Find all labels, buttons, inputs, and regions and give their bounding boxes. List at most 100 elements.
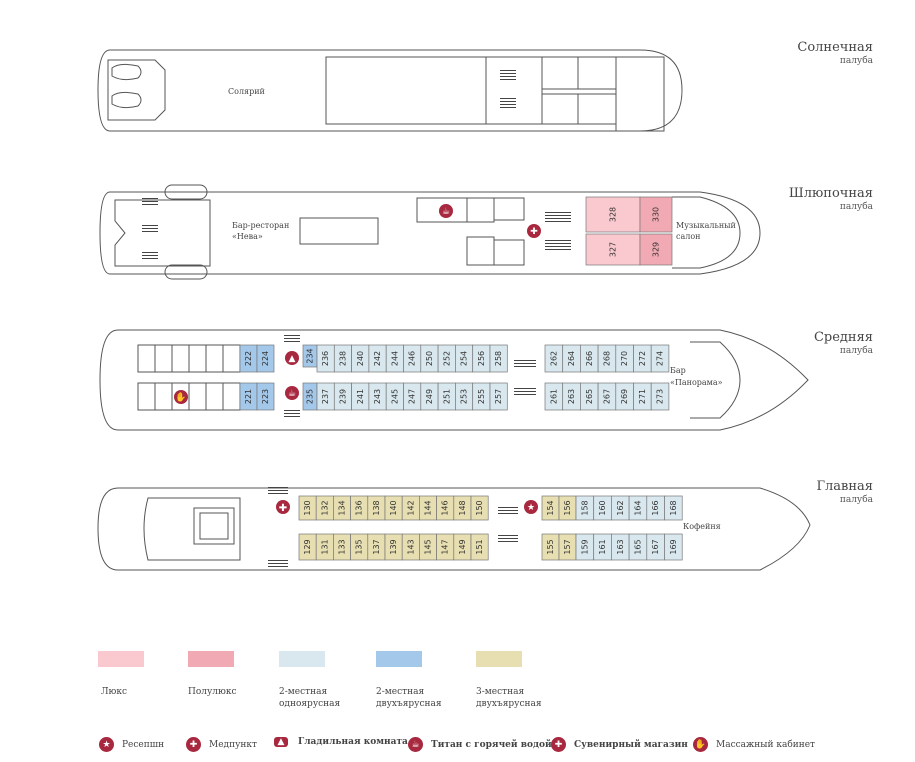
cabin-number: 329	[652, 242, 661, 257]
cabin-246[interactable]: 246	[403, 344, 422, 373]
cabin-168[interactable]: 168	[664, 495, 683, 521]
cabin-138[interactable]: 138	[367, 495, 386, 521]
cabin-327[interactable]: 327	[585, 233, 641, 266]
cabin-135[interactable]: 135	[350, 533, 369, 561]
cabin-143[interactable]: 143	[401, 533, 420, 561]
cabin-274[interactable]: 274	[650, 344, 670, 373]
cabin-241[interactable]: 241	[351, 382, 370, 411]
cabin-265[interactable]: 265	[580, 382, 599, 411]
svg-text:✚: ✚	[530, 227, 538, 237]
cabin-144[interactable]: 144	[419, 495, 437, 521]
cabin-251[interactable]: 251	[437, 382, 456, 411]
cabin-142[interactable]: 142	[401, 495, 420, 521]
cabin-136[interactable]: 136	[350, 495, 369, 521]
cabin-270[interactable]: 270	[615, 344, 634, 373]
cabin-139[interactable]: 139	[384, 533, 403, 561]
cabin-250[interactable]: 250	[420, 344, 439, 373]
cabin-number: 167	[651, 539, 660, 554]
cabin-137[interactable]: 137	[367, 533, 386, 561]
cabin-159[interactable]: 159	[575, 533, 595, 561]
boat-deck-hull	[99, 191, 761, 275]
cabin-263[interactable]: 263	[562, 382, 581, 411]
cabin-162[interactable]: 162	[611, 495, 630, 521]
cabin-254[interactable]: 254	[455, 344, 474, 373]
cabin-257[interactable]: 257	[489, 382, 508, 411]
cabin-number: 146	[441, 500, 450, 515]
cabin-261[interactable]: 261	[544, 382, 564, 411]
music-salon-label-1: Музыкальный	[676, 221, 736, 230]
cabin-271[interactable]: 271	[633, 382, 652, 411]
cabin-129[interactable]: 129	[298, 533, 317, 561]
cabin-146[interactable]: 146	[436, 495, 455, 521]
cabin-157[interactable]: 157	[558, 533, 577, 561]
cabin-134[interactable]: 134	[333, 495, 351, 521]
cabin-148[interactable]: 148	[453, 495, 472, 521]
cabin-number: 140	[389, 500, 398, 515]
cabin-132[interactable]: 132	[315, 495, 334, 521]
legend-swatch-2-single	[279, 651, 325, 667]
cabin-329[interactable]: 329	[639, 233, 673, 266]
cabin-164[interactable]: 164	[628, 495, 648, 521]
cabin-number: 235	[306, 389, 315, 404]
cabin-165[interactable]: 165	[628, 533, 648, 561]
cabin-150[interactable]: 150	[470, 495, 489, 521]
cabin-269[interactable]: 269	[615, 382, 634, 411]
sun-deck-stern-block	[107, 59, 166, 121]
cabin-252[interactable]: 252	[437, 344, 456, 373]
cabin-330[interactable]: 330	[639, 196, 673, 233]
cabin-167[interactable]: 167	[646, 533, 665, 561]
cabin-238[interactable]: 238	[333, 344, 352, 373]
cabin-258[interactable]: 258	[489, 344, 508, 373]
cabin-163[interactable]: 163	[611, 533, 630, 561]
cabin-158[interactable]: 158	[575, 495, 595, 521]
cabin-234[interactable]: 234	[302, 344, 318, 368]
cabin-number: 257	[494, 389, 503, 404]
cabin-272[interactable]: 272	[633, 344, 652, 373]
cabin-145[interactable]: 145	[419, 533, 437, 561]
cabin-154[interactable]: 154	[541, 495, 560, 521]
cabin-147[interactable]: 147	[436, 533, 455, 561]
cabin-222[interactable]: 222	[239, 344, 258, 373]
cabin-256[interactable]: 256	[472, 344, 491, 373]
cabin-239[interactable]: 239	[333, 382, 352, 411]
cabin-131[interactable]: 131	[315, 533, 334, 561]
cabin-221[interactable]: 221	[239, 382, 258, 411]
cabin-223[interactable]: 223	[256, 382, 275, 411]
cabin-242[interactable]: 242	[368, 344, 387, 373]
cabin-number: 169	[669, 539, 678, 554]
cabin-169[interactable]: 169	[664, 533, 683, 561]
cabin-133[interactable]: 133	[333, 533, 351, 561]
cabin-130[interactable]: 130	[298, 495, 317, 521]
cabin-224[interactable]: 224	[256, 344, 275, 373]
cabin-268[interactable]: 268	[597, 344, 617, 373]
cabin-236[interactable]: 236	[316, 344, 335, 373]
cabin-244[interactable]: 244	[385, 344, 404, 373]
cabin-number: 137	[372, 539, 381, 554]
cabin-253[interactable]: 253	[455, 382, 474, 411]
cabin-149[interactable]: 149	[453, 533, 472, 561]
cabin-140[interactable]: 140	[384, 495, 403, 521]
cabin-255[interactable]: 255	[472, 382, 491, 411]
cabin-247[interactable]: 247	[403, 382, 422, 411]
cabin-249[interactable]: 249	[420, 382, 439, 411]
cabin-266[interactable]: 266	[580, 344, 599, 373]
cabin-161[interactable]: 161	[593, 533, 612, 561]
cabin-151[interactable]: 151	[470, 533, 489, 561]
deck-name: Главная	[816, 479, 873, 494]
cabin-155[interactable]: 155	[541, 533, 560, 561]
cabin-160[interactable]: 160	[593, 495, 612, 521]
cabin-237[interactable]: 237	[316, 382, 335, 411]
cabin-240[interactable]: 240	[351, 344, 370, 373]
deck-name: Солнечная	[797, 40, 873, 55]
cabin-166[interactable]: 166	[646, 495, 665, 521]
cabin-267[interactable]: 267	[597, 382, 617, 411]
cabin-262[interactable]: 262	[544, 344, 564, 373]
cabin-264[interactable]: 264	[562, 344, 581, 373]
cabin-243[interactable]: 243	[368, 382, 387, 411]
cabin-273[interactable]: 273	[650, 382, 670, 411]
cabin-245[interactable]: 245	[385, 382, 404, 411]
cabin-235[interactable]: 235	[302, 382, 318, 411]
cabin-156[interactable]: 156	[558, 495, 577, 521]
cabin-328[interactable]: 328	[585, 196, 641, 233]
